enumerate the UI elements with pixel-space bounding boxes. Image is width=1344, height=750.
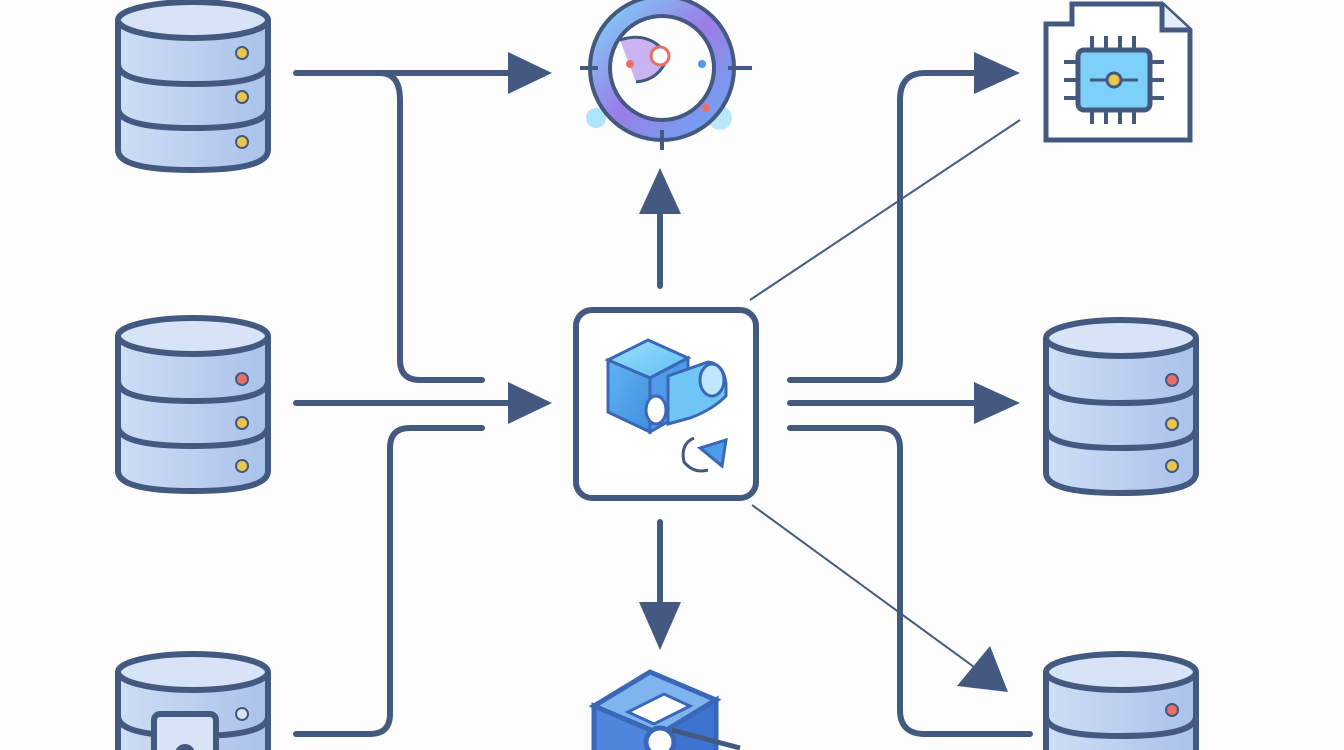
central-processor[interactable] (573, 307, 759, 501)
connector-top-to-hub (377, 70, 485, 383)
document-badge (151, 711, 219, 750)
arrowhead-db-middle (974, 382, 1020, 424)
database-icon (115, 315, 271, 495)
arrowhead-up (639, 168, 681, 214)
database-icon (115, 0, 271, 174)
target-gauge-icon (580, 0, 752, 150)
target-gauge[interactable] (580, 0, 752, 150)
source-db-bottom[interactable] (115, 651, 271, 750)
diagonal-hub-to-chip (749, 119, 1021, 301)
target-cube-bottom[interactable] (588, 669, 741, 750)
connector-bottom-to-hub (293, 425, 485, 737)
cube-pipeline-icon (604, 338, 728, 473)
database-icon (1043, 651, 1199, 750)
connectors (293, 52, 1033, 737)
arrowhead-down (639, 602, 681, 650)
thin-connectors (749, 119, 1021, 676)
target-db-middle[interactable] (1043, 317, 1199, 497)
arrowhead-hub-left (508, 382, 552, 424)
connector-hub-to-db-bottom (787, 425, 1033, 737)
diagonal-hub-to-db-bottom (751, 504, 986, 676)
source-db-middle[interactable] (115, 315, 271, 495)
database-icon (1043, 317, 1199, 497)
arrowhead-chip (974, 52, 1020, 94)
chip-document-icon (1043, 1, 1193, 143)
source-db-top[interactable] (115, 0, 271, 174)
arrowhead-gauge (508, 52, 552, 94)
target-chip-document[interactable] (1043, 1, 1193, 143)
connector-hub-to-chip (787, 70, 981, 383)
target-db-bottom[interactable] (1043, 651, 1199, 750)
arrowhead-diagonal (957, 646, 1008, 692)
database-icon (115, 651, 271, 750)
search-cube-icon (588, 669, 741, 750)
